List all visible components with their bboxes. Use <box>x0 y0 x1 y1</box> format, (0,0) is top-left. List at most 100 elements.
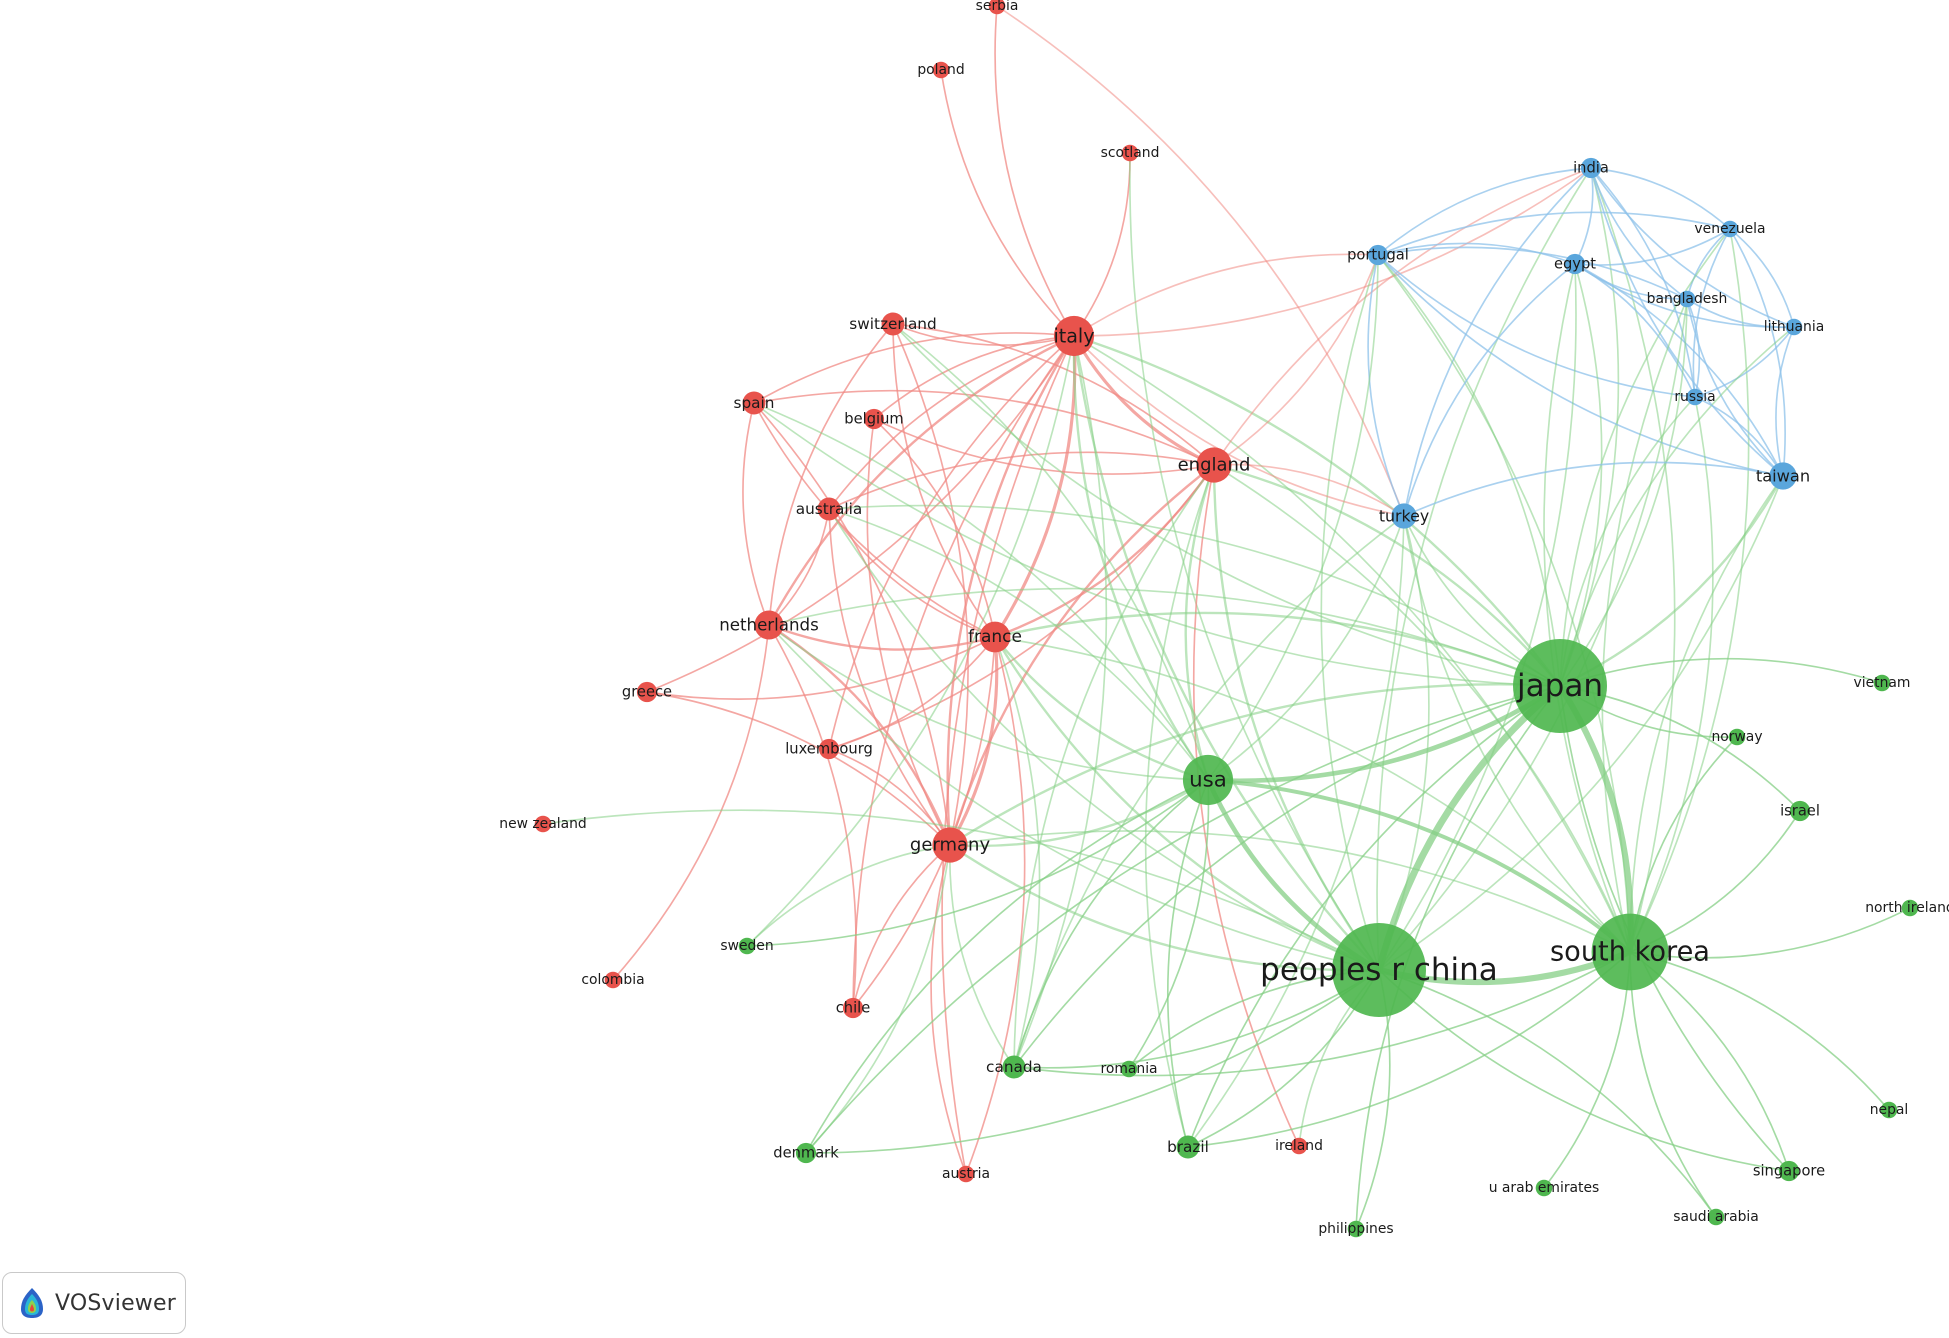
node-label-bangladesh[interactable]: bangladesh <box>1647 291 1728 307</box>
node-circle-poland[interactable] <box>932 61 950 79</box>
node-label-portugal[interactable]: portugal <box>1347 247 1409 264</box>
node-nepal[interactable]: nepal <box>1870 1101 1909 1119</box>
node-circle-bangladesh[interactable] <box>1678 290 1696 308</box>
node-label-russia[interactable]: russia <box>1674 389 1715 405</box>
node-label-luxembourg[interactable]: luxembourg <box>785 741 873 758</box>
node-label-italy[interactable]: italy <box>1053 325 1094 348</box>
node-circle-turkey[interactable] <box>1391 503 1417 529</box>
node-circle-venezuela[interactable] <box>1721 220 1739 238</box>
node-japan[interactable]: japan <box>1513 639 1607 733</box>
node-circle-switzerland[interactable] <box>881 312 905 336</box>
node-circle-india[interactable] <box>1580 157 1602 179</box>
node-circle-new-zealand[interactable] <box>534 815 552 833</box>
node-circle-nepal[interactable] <box>1880 1101 1898 1119</box>
node-circle-greece[interactable] <box>636 681 658 703</box>
node-circle-russia[interactable] <box>1686 388 1704 406</box>
node-label-switzerland[interactable]: switzerland <box>849 315 936 333</box>
node-circle-romania[interactable] <box>1120 1060 1138 1078</box>
node-label-japan[interactable]: japan <box>1516 668 1603 704</box>
node-england[interactable]: england <box>1178 447 1251 483</box>
node-circle-japan[interactable] <box>1513 639 1607 733</box>
node-circle-spain[interactable] <box>742 391 766 415</box>
node-label-lithuania[interactable]: lithuania <box>1764 319 1824 335</box>
node-portugal[interactable]: portugal <box>1347 244 1409 266</box>
node-circle-netherlands[interactable] <box>754 610 784 640</box>
node-circle-u-arab-emirates[interactable] <box>1535 1179 1553 1197</box>
node-usa[interactable]: usa <box>1182 754 1234 806</box>
node-u-arab-emirates[interactable]: u arab emirates <box>1489 1179 1600 1197</box>
node-label-netherlands[interactable]: netherlands <box>719 616 819 635</box>
node-norway[interactable]: norway <box>1711 728 1763 746</box>
node-circle-luxembourg[interactable] <box>818 738 840 760</box>
node-circle-denmark[interactable] <box>795 1142 817 1164</box>
node-circle-england[interactable] <box>1196 447 1232 483</box>
node-france[interactable]: france <box>968 621 1022 653</box>
node-label-taiwan[interactable]: taiwan <box>1756 467 1810 486</box>
node-label-usa[interactable]: usa <box>1189 768 1227 793</box>
node-russia[interactable]: russia <box>1674 388 1716 406</box>
node-peoples-r-china[interactable]: peoples r china <box>1260 923 1498 1017</box>
node-circle-singapore[interactable] <box>1778 1160 1800 1182</box>
node-taiwan[interactable]: taiwan <box>1756 462 1810 490</box>
node-circle-south-korea[interactable] <box>1591 913 1669 991</box>
node-lithuania[interactable]: lithuania <box>1764 318 1824 336</box>
node-egypt[interactable]: egypt <box>1554 253 1596 275</box>
node-sweden[interactable]: sweden <box>720 937 774 955</box>
node-label-brazil[interactable]: brazil <box>1167 1138 1209 1156</box>
node-circle-peoples-r-china[interactable] <box>1332 923 1426 1017</box>
node-north-ireland[interactable]: north ireland <box>1865 899 1949 917</box>
node-label-chile[interactable]: chile <box>836 1000 871 1017</box>
node-label-new-zealand[interactable]: new zealand <box>499 816 586 832</box>
node-label-vietnam[interactable]: vietnam <box>1854 675 1911 691</box>
node-circle-egypt[interactable] <box>1564 253 1586 275</box>
node-scotland[interactable]: scotland <box>1101 144 1160 162</box>
node-label-romania[interactable]: romania <box>1100 1061 1157 1077</box>
node-south-korea[interactable]: south korea <box>1550 913 1710 991</box>
node-label-belgium[interactable]: belgium <box>844 411 903 428</box>
node-new-zealand[interactable]: new zealand <box>499 815 587 833</box>
node-circle-north-ireland[interactable] <box>1901 899 1919 917</box>
node-circle-lithuania[interactable] <box>1785 318 1803 336</box>
node-label-norway[interactable]: norway <box>1711 729 1762 745</box>
node-circle-norway[interactable] <box>1728 728 1746 746</box>
node-greece[interactable]: greece <box>622 681 672 703</box>
node-circle-sweden[interactable] <box>738 937 756 955</box>
node-vietnam[interactable]: vietnam <box>1854 674 1911 692</box>
node-label-peoples-r-china[interactable]: peoples r china <box>1260 952 1498 988</box>
node-circle-israel[interactable] <box>1789 800 1811 822</box>
node-canada[interactable]: canada <box>986 1055 1042 1079</box>
node-switzerland[interactable]: switzerland <box>849 312 937 336</box>
node-label-germany[interactable]: germany <box>910 835 991 856</box>
node-israel[interactable]: israel <box>1780 800 1820 822</box>
node-label-saudi-arabia[interactable]: saudi arabia <box>1673 1209 1759 1225</box>
node-label-colombia[interactable]: colombia <box>581 972 644 988</box>
node-brazil[interactable]: brazil <box>1167 1135 1209 1159</box>
node-bangladesh[interactable]: bangladesh <box>1647 290 1728 308</box>
node-label-ireland[interactable]: ireland <box>1275 1138 1323 1154</box>
node-label-france[interactable]: france <box>968 627 1022 647</box>
node-austria[interactable]: austria <box>942 1165 990 1183</box>
node-circle-brazil[interactable] <box>1176 1135 1200 1159</box>
node-label-scotland[interactable]: scotland <box>1101 145 1160 161</box>
node-label-england[interactable]: england <box>1178 455 1251 476</box>
node-circle-belgium[interactable] <box>863 408 885 430</box>
node-poland[interactable]: poland <box>917 61 965 79</box>
node-label-israel[interactable]: israel <box>1780 803 1820 820</box>
node-label-serbia[interactable]: serbia <box>976 0 1019 14</box>
node-label-spain[interactable]: spain <box>734 394 775 412</box>
node-label-singapore[interactable]: singapore <box>1753 1163 1825 1180</box>
node-serbia[interactable]: serbia <box>976 0 1019 15</box>
node-colombia[interactable]: colombia <box>581 971 645 989</box>
node-circle-australia[interactable] <box>817 497 841 521</box>
node-romania[interactable]: romania <box>1100 1060 1158 1078</box>
node-label-canada[interactable]: canada <box>986 1058 1042 1076</box>
node-label-australia[interactable]: australia <box>796 500 863 518</box>
node-label-south-korea[interactable]: south korea <box>1550 937 1710 968</box>
node-label-sweden[interactable]: sweden <box>720 938 773 954</box>
node-label-north-ireland[interactable]: north ireland <box>1865 900 1949 916</box>
node-label-poland[interactable]: poland <box>917 62 964 78</box>
node-circle-philippines[interactable] <box>1347 1220 1365 1238</box>
node-label-philippines[interactable]: philippines <box>1318 1221 1393 1237</box>
node-ireland[interactable]: ireland <box>1275 1137 1323 1155</box>
